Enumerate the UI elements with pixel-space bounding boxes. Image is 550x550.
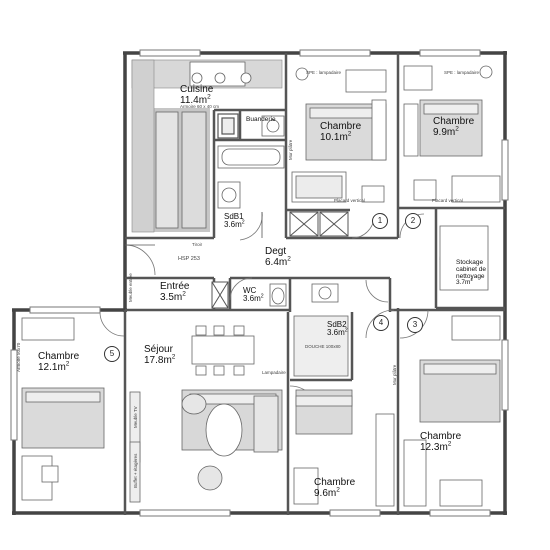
note-lampadaire-2: SPE : lampadaire: [444, 70, 480, 75]
entree-closet: [211, 281, 229, 309]
closet-under-chambre-1: [289, 211, 349, 237]
buanderie-box: [217, 113, 239, 139]
note-douche: DOUCHE 100x80: [305, 344, 341, 349]
doors: [99, 211, 461, 415]
room-label-buanderie: Buanderie: [246, 116, 276, 123]
note-mur-2: Mur plâtre: [392, 364, 397, 385]
note-lampadaire-1: SPE : lampadaire: [306, 70, 342, 75]
furniture: [21, 61, 501, 507]
note-meuble-tv: Meuble TV: [133, 406, 138, 428]
bedroom-number-2: 2: [405, 213, 421, 229]
note-armoire-top: Armoire 60 x 40 cm: [180, 104, 220, 109]
note-meuble-entree: Meuble entrée: [128, 273, 133, 302]
note-lampadaire-sejour: Lampadaire: [262, 370, 286, 375]
note-armoire-left: Armoire 50x70: [16, 342, 21, 372]
bedroom-number-4: 4: [373, 315, 389, 331]
room-label-chambre-1: Chambre 10.1m2: [320, 121, 362, 143]
note-hsp: HSP 253: [178, 256, 200, 262]
kitchen-left-counter: [131, 59, 155, 233]
room-label-chambre-3: Chambre 12.3m2: [420, 431, 462, 453]
room-label-chambre-2: Chambre 9.9m2: [433, 116, 475, 138]
note-placard-1: Placard vertical: [334, 198, 365, 203]
room-label-chambre-4: Chambre 9.6m2: [314, 477, 356, 499]
room-label-degt: Degt 6.4m2: [265, 246, 291, 268]
note-buffet: Buffet + étagères: [133, 453, 138, 488]
note-tiroir: Tiroir: [192, 242, 203, 247]
interior-walls: [123, 53, 505, 515]
bedroom-number-3: 3: [407, 317, 423, 333]
note-mur-1: Mur plâtre: [288, 139, 293, 160]
room-label-sejour: Séjour 17.8m2: [144, 344, 176, 366]
bedroom-number-1: 1: [372, 213, 388, 229]
windows: [10, 49, 509, 517]
room-label-stockage: Stockage cabinet de nettoyage 3.7m2: [456, 259, 486, 287]
note-placard-2: Placard vertical: [432, 198, 463, 203]
room-label-sdb2: SdB2 3.6m2: [327, 320, 348, 338]
bedroom-number-5: 5: [104, 346, 120, 362]
room-label-chambre-5: Chambre 12.1m2: [38, 351, 80, 373]
room-label-sdb1: SdB1 3.6m2: [224, 212, 245, 230]
room-label-wc: WC 3.6m2: [243, 286, 264, 304]
room-label-cuisine: Cuisine 11.4m2: [180, 84, 214, 106]
room-label-entree: Entrée 3.5m2: [160, 281, 190, 303]
